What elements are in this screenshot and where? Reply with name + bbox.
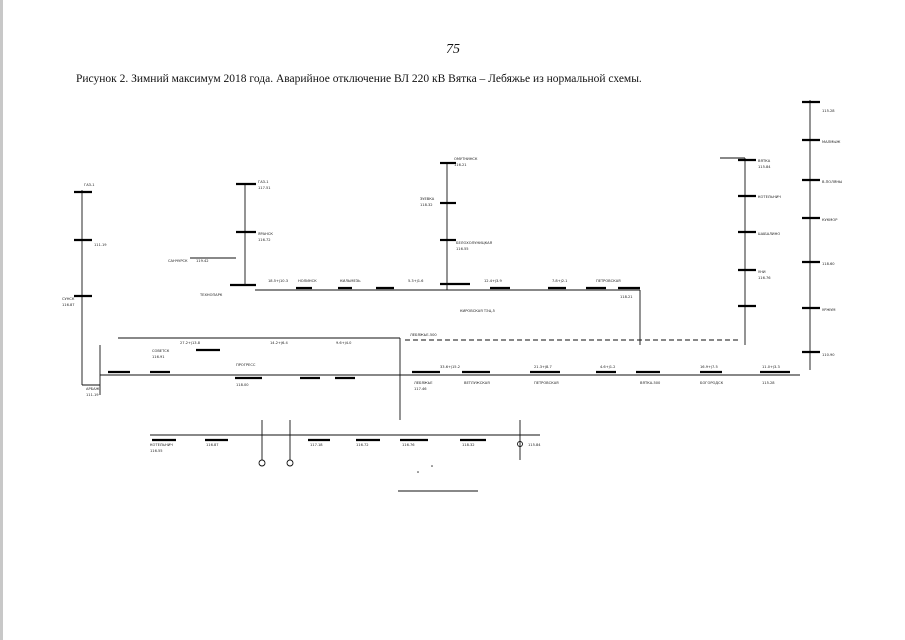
node-voltage: 110.90	[822, 353, 835, 357]
node-label: АРБАЖ	[86, 387, 100, 391]
node-label: МАЛМЫЖ	[822, 140, 841, 144]
node-voltage: 116.55	[456, 247, 469, 251]
flow-label: 12.4+j3.9	[484, 279, 502, 283]
node-voltage: 117.51	[258, 186, 271, 190]
node-label: ГАЗ-1	[84, 183, 95, 187]
node-label: ШАБАЛИНО	[758, 232, 780, 236]
page-number: 75	[446, 42, 460, 57]
flow-label: 16.9+j7.5	[700, 365, 718, 369]
node-label: СУНСК	[62, 297, 75, 301]
node-voltage: 116.21	[454, 163, 467, 167]
generator-icon	[286, 459, 294, 467]
node-label: ЛЕБЯЖЬЕ	[414, 381, 433, 385]
node-label: ПЕТРОВСКАЯ	[534, 381, 559, 385]
flow-label: 9.6+j4.0	[336, 341, 352, 345]
node-voltage: 118.60	[822, 262, 835, 266]
node-voltage: 115.28	[762, 381, 775, 385]
node-label: БЕЛОХОЛУНИЦКАЯ	[456, 241, 493, 245]
node-label: КУКМОР	[822, 218, 838, 222]
node-voltage: 116.91	[152, 355, 165, 359]
scan-edge	[0, 0, 3, 640]
node-voltage: 116.76	[402, 443, 415, 447]
node-voltage: 115.84	[758, 165, 771, 169]
node-label: ТЕХНОПАРК	[199, 293, 223, 297]
scan-speck	[431, 465, 433, 467]
node-label: ГАЗ-1	[258, 180, 269, 184]
node-label: ВЕТЛУЖСКАЯ	[464, 381, 490, 385]
node-label: КИЛЬМЕЗЬ	[340, 279, 361, 283]
node-label: СОВЕТСК	[152, 349, 170, 353]
flow-label: 5.3+j1.6	[408, 279, 424, 283]
node-voltage: 119.42	[196, 259, 209, 263]
node-voltage: 116.87	[62, 303, 75, 307]
node-label: ЛЕБЯЖЬЕ-500	[410, 333, 437, 337]
node-label: САНЧУРСК	[168, 259, 188, 263]
node-voltage: 118.32	[462, 443, 475, 447]
node-label: УНИ	[758, 270, 766, 274]
node-voltage: 115.28	[822, 109, 835, 113]
node-label: НОЛИНСК	[298, 279, 317, 283]
node-voltage: 118.21	[620, 295, 633, 299]
node-voltage: 116.87	[206, 443, 219, 447]
flow-label: 27.2+j13.8	[180, 341, 201, 345]
node-label: КОТЕЛЬНИЧ	[150, 443, 173, 447]
node-voltage: 111.19	[86, 393, 99, 397]
node-voltage: 117.18	[310, 443, 323, 447]
node-voltage: 115.84	[528, 443, 541, 447]
node-label: ПРОГРЕСС	[236, 363, 256, 367]
node-label: ЗУЕВКА	[420, 197, 435, 201]
flow-label: 21.3+j8.7	[534, 365, 552, 369]
node-label: ВЯТКА	[758, 159, 771, 163]
node-voltage: 111.19	[94, 243, 107, 247]
flow-label: 14.2+j6.4	[270, 341, 288, 345]
node-label: ЯРАНСК	[258, 232, 273, 236]
flow-label: 33.6+j15.2	[440, 365, 460, 369]
figure-caption: Рисунок 2. Зимний максимум 2018 года. Ав…	[76, 73, 642, 85]
node-voltage: 116.76	[758, 276, 771, 280]
flow-label: 7.8+j2.1	[552, 279, 567, 283]
node-voltage: 117.46	[414, 387, 427, 391]
node-voltage: 116.55	[150, 449, 163, 453]
node-label: ОМУТНИНСК	[454, 157, 478, 161]
node-label: БОГОРОДСК	[700, 381, 724, 385]
node-label: ВЯТКА-500	[640, 381, 661, 385]
flow-label: 4.6+j1.2	[600, 365, 615, 369]
scan-speck	[417, 471, 419, 473]
node-label: КОТЕЛЬНИЧ	[758, 195, 781, 199]
node-label: ПЕТРОВСКАЯ	[596, 279, 621, 283]
generator-icon	[258, 459, 266, 467]
node-voltage: 116.72	[258, 238, 271, 242]
node-voltage: 118.32	[420, 203, 433, 207]
node-label: УРЖУМ	[822, 308, 836, 312]
node-label: В.ПОЛЯНЫ	[822, 180, 842, 184]
transformer-icon	[517, 441, 523, 447]
node-voltage: 118.00	[236, 383, 249, 387]
flow-label: 18.5+j10.3	[268, 279, 288, 283]
node-voltage: 116.72	[356, 443, 369, 447]
node-label: КИРОВСКАЯ ТЭЦ-5	[460, 309, 495, 313]
flow-label: 11.0+j3.3	[762, 365, 780, 369]
